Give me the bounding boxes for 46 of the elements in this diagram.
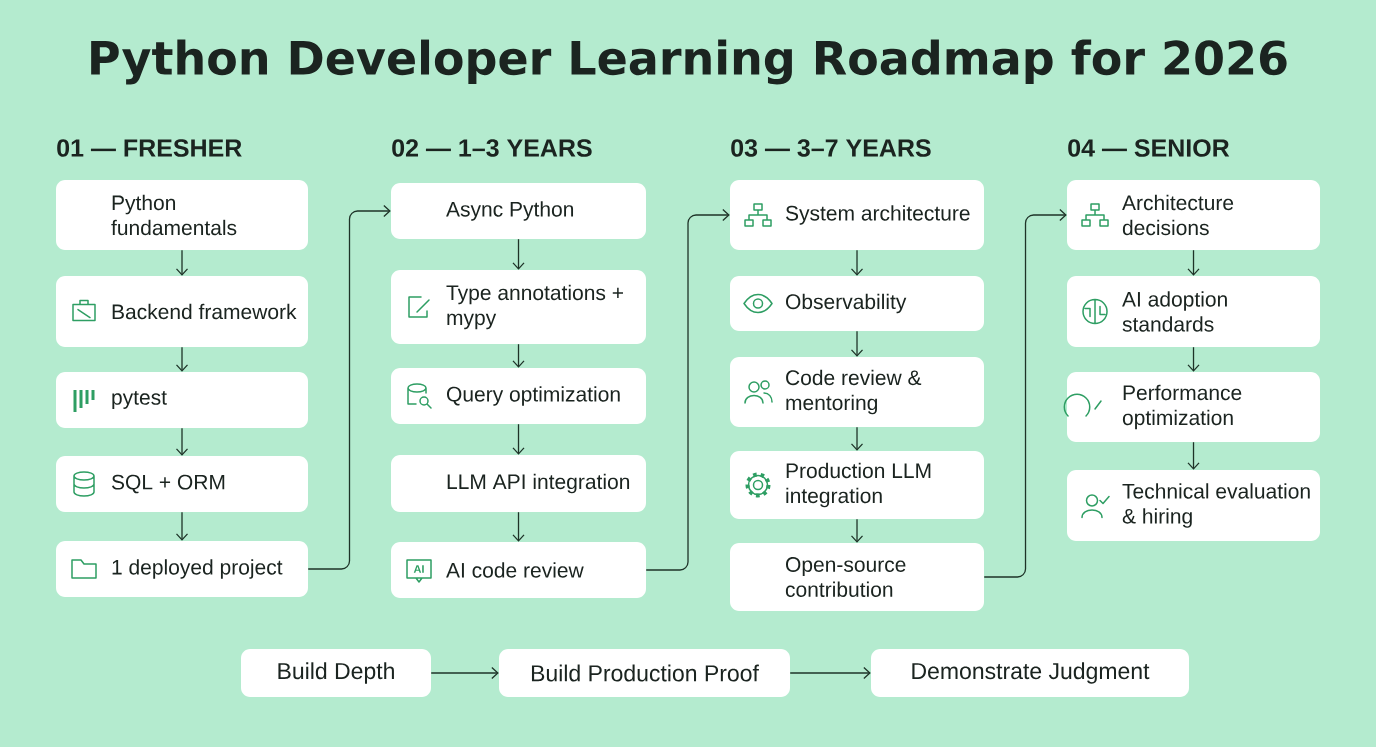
step-box: Async Python — [391, 183, 646, 239]
title: Python Developer Learning Roadmap for 2026 — [91, 39, 1287, 85]
arrow — [512, 511, 525, 542]
arrow — [1187, 441, 1200, 470]
milestone-box: Demonstrate Judgment — [871, 649, 1189, 697]
step-box: Architecture decisions — [1067, 180, 1320, 250]
step-box: Performance optimization — [1067, 372, 1320, 442]
arrow — [789, 666, 871, 680]
arrow — [175, 249, 189, 276]
arrow — [512, 343, 525, 368]
column-heading: 01 — FRESHER — [57, 139, 242, 157]
arrow — [430, 666, 499, 680]
step-box: Observability — [730, 276, 984, 331]
step-box: Open-source contribution — [730, 543, 984, 611]
column-heading: 04 — SENIOR — [1068, 139, 1230, 157]
step-box: SQL + ORM — [56, 456, 308, 512]
arrow — [1187, 249, 1200, 276]
column-heading: 03 — 3–7 YEARS — [731, 139, 931, 157]
arrow — [175, 427, 189, 456]
arrow — [645, 208, 730, 571]
arrow — [512, 423, 525, 455]
milestone-box: Build Production Proof — [499, 649, 790, 697]
step-box: AI adoption standards — [1067, 276, 1320, 347]
step-box: 1 deployed project — [56, 541, 308, 597]
arrow — [850, 518, 864, 543]
step-box: Query optimization — [391, 368, 646, 424]
step-box: pytest — [56, 372, 308, 428]
step-box: LLM API integration — [391, 455, 646, 512]
step-box: System architecture — [730, 180, 984, 250]
arrow — [175, 511, 189, 541]
column-heading: 02 — 1–3 YEARS — [392, 139, 592, 157]
arrow — [175, 346, 189, 372]
arrow — [1187, 346, 1200, 372]
arrow — [850, 426, 864, 451]
milestone-box: Build Depth — [241, 649, 431, 697]
arrow — [850, 249, 864, 276]
arrow — [307, 204, 391, 570]
arrow — [512, 238, 525, 270]
arrow — [850, 330, 864, 357]
step-box: Type annotations + mypy — [391, 270, 646, 344]
step-box: Code review & mentoring — [730, 357, 984, 427]
step-box: Backend framework — [56, 276, 308, 347]
arrow — [983, 208, 1067, 578]
step-box: Production LLM integration — [730, 451, 984, 519]
step-box: Python fundamentals — [56, 180, 308, 250]
step-box: Technical evaluation & hiring — [1067, 470, 1320, 541]
